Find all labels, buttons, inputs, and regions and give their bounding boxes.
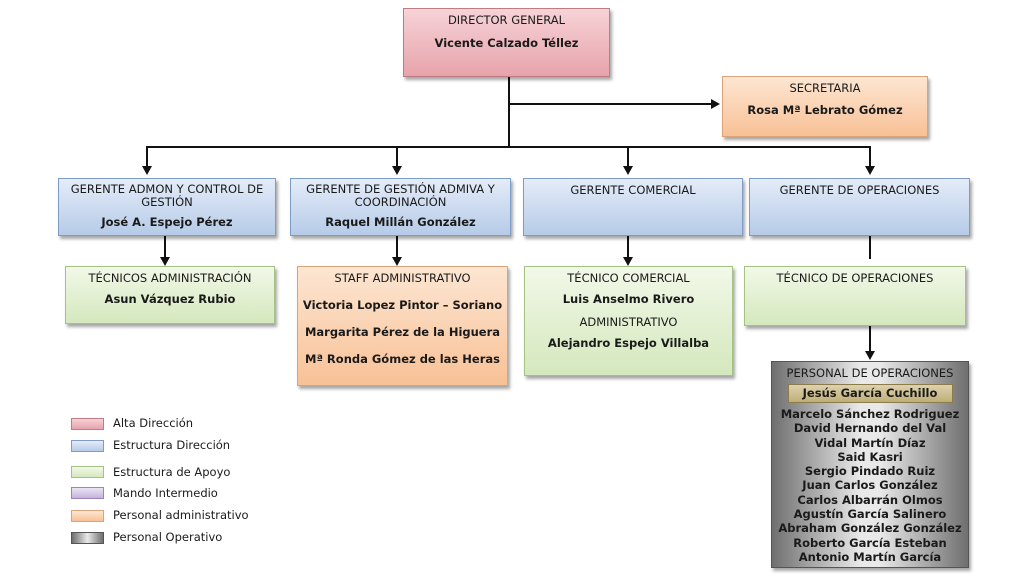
arrow-g4 [865, 166, 875, 175]
legend-swatch-alta-direccion [71, 418, 104, 430]
gerente-gestion-box: GERENTE DE GESTIÓN ADMIVA Y COORDINACIÓN… [290, 178, 511, 236]
operations-staff-2: David Hernando del Val [793, 421, 947, 436]
director-box: DIRECTOR GENERAL Vicente Calzado Téllez [403, 8, 610, 77]
legend-label-estructura-apoyo: Estructura de Apoyo [113, 465, 231, 479]
connector-g2 [396, 146, 398, 168]
gerente-operaciones-title: GERENTE DE OPERACIONES [779, 183, 940, 197]
operations-staff-3: Vidal Martín Díaz [814, 435, 926, 450]
secretaria-title: SECRETARIA [789, 81, 861, 95]
connector-to-secretaria [508, 103, 713, 105]
secretaria-box: SECRETARIA Rosa Mª Lebrato Gómez [722, 76, 928, 137]
operations-staff-list: Marcelo Sánchez Rodriguez David Hernando… [772, 407, 968, 564]
arrow-tecnicos-admin [160, 257, 170, 266]
gerente-admon-box: GERENTE ADMON Y CONTROL DE GESTIÓN José … [58, 178, 276, 236]
legend-swatch-estructura-apoyo [71, 466, 104, 478]
gerente-gestion-title: GERENTE DE GESTIÓN ADMIVA Y COORDINACIÓN [306, 182, 495, 209]
gerente-gestion-name: Raquel Millán González [325, 215, 476, 229]
tecnicos-admin-title: TÉCNICOS ADMINISTRACIÓN [88, 271, 252, 285]
arrow-secretaria [711, 99, 720, 109]
operations-staff-6: Juan Carlos González [802, 478, 938, 493]
staff-admin-box: STAFF ADMINISTRATIVO Victoria Lopez Pint… [297, 266, 508, 386]
staff-name-1: Victoria Lopez Pintor – Soriano [302, 298, 503, 312]
staff-admin-title: STAFF ADMINISTRATIVO [334, 271, 471, 285]
director-name: Vicente Calzado Téllez [434, 36, 579, 50]
connector-director-down [508, 77, 510, 146]
arrow-tecnico-comercial [623, 257, 633, 266]
connector-g2-down [396, 236, 398, 257]
connector-ops-down [869, 326, 871, 351]
legend-swatch-estructura-direccion [71, 440, 104, 452]
tecnico-comercial-box: TÉCNICO COMERCIAL Luis Anselmo Rivero AD… [524, 266, 733, 376]
connector-g4 [869, 146, 871, 168]
tecnico-comercial-title: TÉCNICO COMERCIAL [567, 271, 690, 285]
legend-swatch-mando-intermedio [71, 487, 104, 499]
operations-staff-11: Antonio Martín García [798, 549, 942, 564]
tecnicos-admin-box: TÉCNICOS ADMINISTRACIÓN Asun Vázquez Rub… [65, 266, 275, 324]
connector-g1-down [164, 236, 166, 257]
connector-g1 [146, 146, 148, 168]
gerente-comercial-box: GERENTE COMERCIAL [523, 178, 743, 236]
arrow-g3 [623, 166, 633, 175]
secretaria-name: Rosa Mª Lebrato Gómez [747, 103, 903, 117]
arrow-g1 [142, 166, 152, 175]
operations-staff-1: Marcelo Sánchez Rodriguez [780, 407, 960, 421]
legend-label-mando-intermedio: Mando Intermedio [113, 486, 218, 500]
gerente-operaciones-box: GERENTE DE OPERACIONES [749, 178, 970, 236]
tecnico-operaciones-title: TÉCNICO DE OPERACIONES [776, 271, 934, 285]
personal-operaciones-title: PERSONAL DE OPERACIONES [786, 366, 954, 380]
personal-operaciones-box: PERSONAL DE OPERACIONES Jesús García Cuc… [771, 361, 969, 568]
arrow-personal-ops [865, 351, 875, 360]
operations-staff-10: Roberto García Esteban [793, 535, 947, 550]
gerente-admon-title: GERENTE ADMON Y CONTROL DE GESTIÓN [70, 182, 264, 209]
legend-label-estructura-direccion: Estructura Dirección [113, 438, 231, 452]
tecnicos-admin-name: Asun Vázquez Rubio [104, 292, 236, 306]
operations-staff-8: Agustín García Salinero [793, 507, 947, 522]
tecnico-operaciones-box: TÉCNICO DE OPERACIONES [744, 266, 966, 326]
administrativo-name: Alejandro Espejo Villalba [547, 336, 710, 350]
operations-lead-name: Jesús García Cuchillo [802, 386, 938, 400]
arrow-g2 [392, 166, 402, 175]
legend-label-personal-administrativo: Personal administrativo [113, 508, 249, 522]
gerente-admon-name: José A. Espejo Pérez [101, 215, 233, 229]
connector-g3-down [627, 236, 629, 257]
operations-lead-badge: Jesús García Cuchillo [787, 384, 953, 403]
staff-name-2: Margarita Pérez de la Higuera [304, 325, 501, 339]
director-title: DIRECTOR GENERAL [447, 13, 566, 27]
staff-name-3: Mª Ronda Gómez de las Heras [305, 352, 500, 366]
legend-label-alta-direccion: Alta Dirección [113, 416, 194, 430]
connector-g3 [627, 146, 629, 168]
gerente-comercial-title: GERENTE COMERCIAL [570, 183, 696, 197]
administrativo-title: ADMINISTRATIVO [579, 315, 678, 329]
legend-label-personal-operativo: Personal Operativo [113, 530, 223, 544]
operations-staff-9: Abraham González González [778, 521, 962, 536]
operations-staff-4: Said Kasri [837, 449, 903, 464]
operations-staff-7: Carlos Albarrán Olmos [797, 492, 943, 507]
tecnico-comercial-name: Luis Anselmo Rivero [562, 292, 695, 306]
arrow-staff [392, 257, 402, 266]
operations-staff-5: Sergio Pindado Ruiz [804, 464, 936, 479]
legend-swatch-personal-administrativo [71, 510, 104, 522]
connector-g4-down [869, 236, 871, 259]
connector-horizontal [146, 146, 871, 148]
legend-swatch-personal-operativo [71, 532, 104, 544]
